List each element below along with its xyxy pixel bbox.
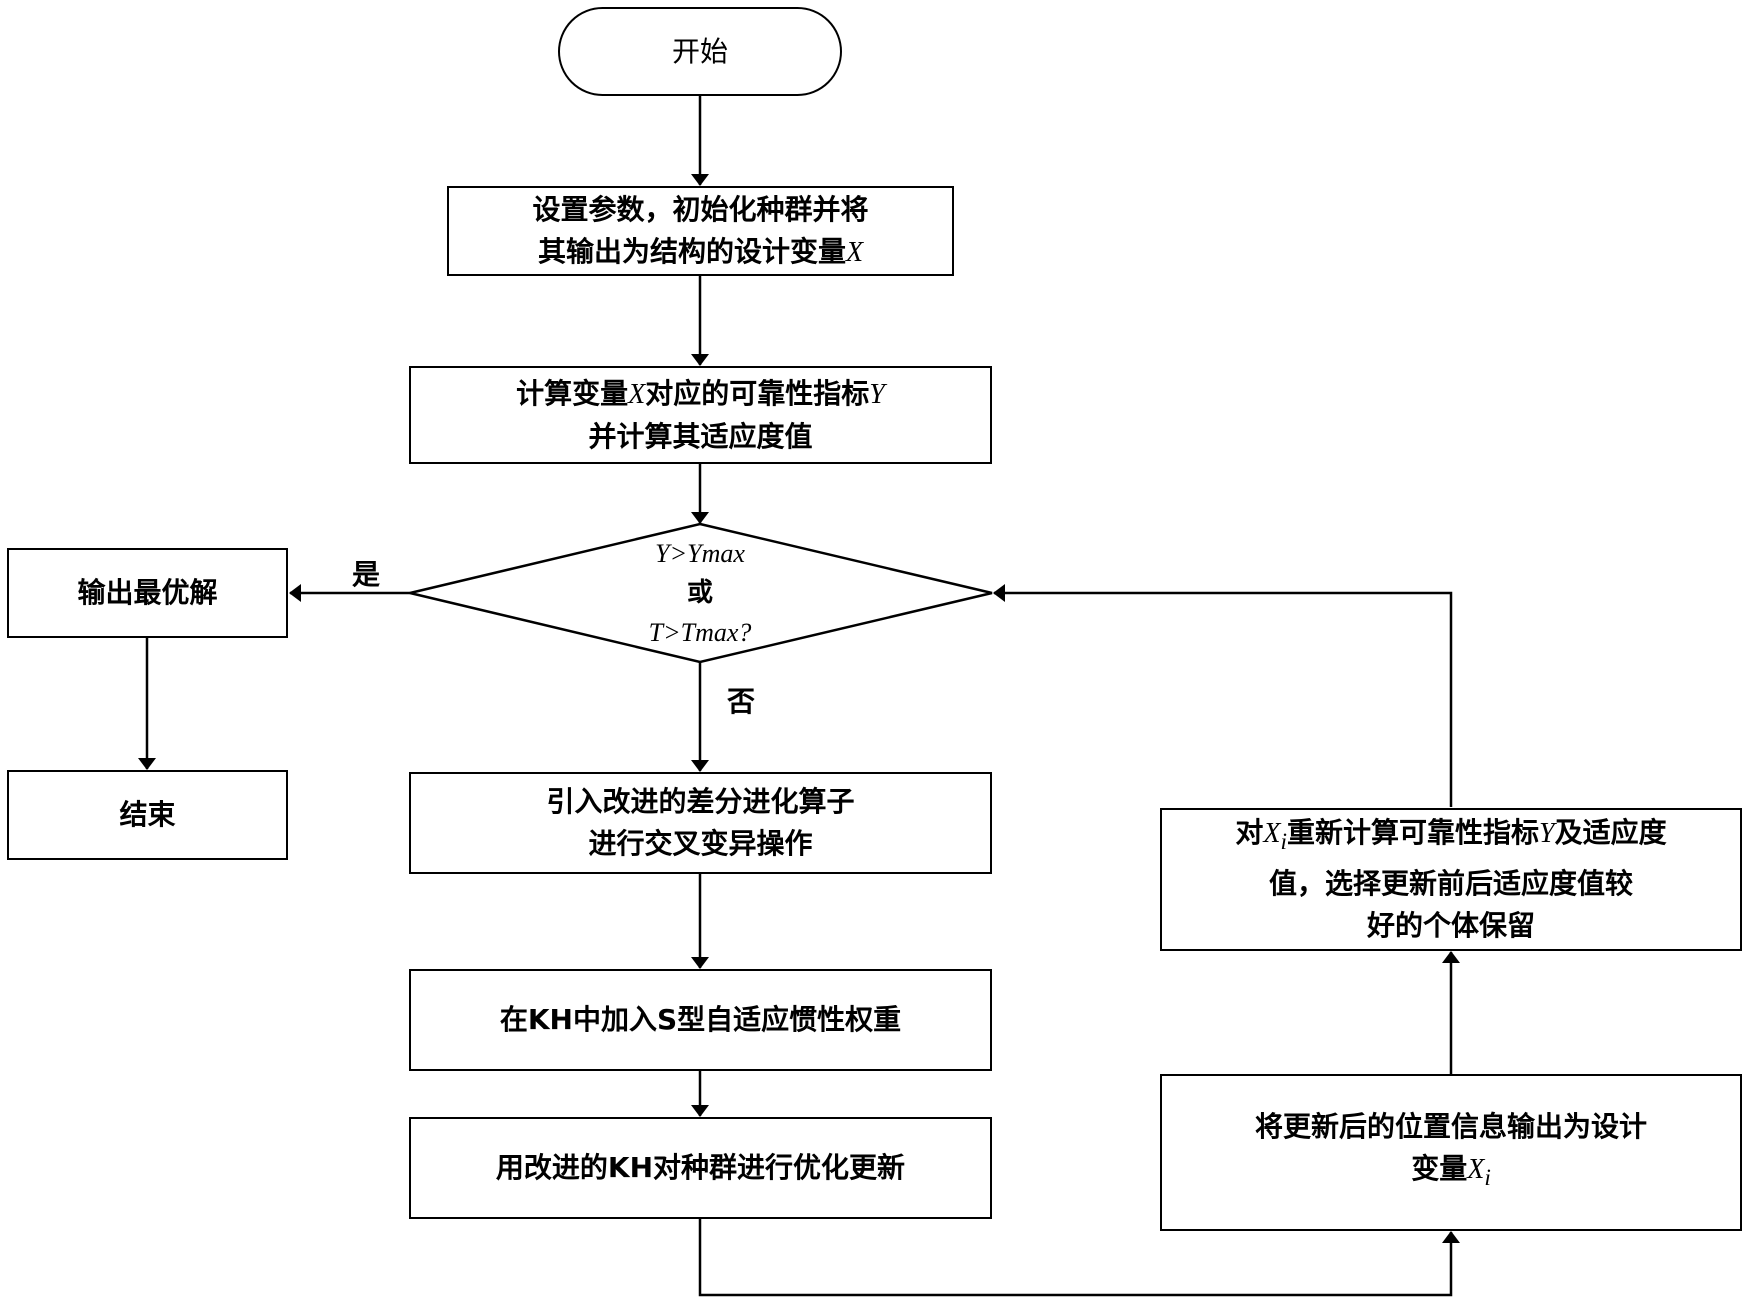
yes-label: 是 bbox=[352, 558, 381, 591]
recompute-line3: 好的个体保留 bbox=[1366, 908, 1535, 942]
decision-text-3: T>Tmax? bbox=[648, 618, 752, 647]
init-node: 设置参数，初始化种群并将 其输出为结构的设计变量X bbox=[447, 186, 954, 276]
var-y: Y bbox=[1539, 818, 1555, 850]
output-xi-node: 将更新后的位置信息输出为设计 变量Xi bbox=[1160, 1074, 1742, 1231]
recompute-b: 重新计算可靠性指标 bbox=[1287, 816, 1540, 850]
var-x: X bbox=[628, 378, 646, 410]
outputxi-line1: 将更新后的位置信息输出为设计 bbox=[1254, 1110, 1647, 1144]
arrow-update-to-outputxi bbox=[698, 1219, 1460, 1297]
var-x: X bbox=[1263, 818, 1281, 850]
subscript-i: i bbox=[1484, 1164, 1491, 1191]
end-label: 结束 bbox=[119, 798, 176, 831]
var-x: X bbox=[845, 236, 864, 268]
inertia-label: 在KH中加入S型自适应惯性权重 bbox=[499, 1003, 902, 1036]
init-line2: 其输出为结构的设计变量 bbox=[537, 234, 846, 268]
no-label: 否 bbox=[727, 685, 756, 718]
init-line1: 设置参数，初始化种群并将 bbox=[532, 192, 869, 226]
recompute-node: 对Xi重新计算可靠性指标Y及适应度 值，选择更新前后适应度值较 好的个体保留 bbox=[1160, 808, 1742, 951]
subscript-i: i bbox=[1280, 828, 1287, 855]
decision-text-1: Y>Ymax bbox=[655, 539, 745, 568]
update-node: 用改进的KH对种群进行优化更新 bbox=[409, 1117, 992, 1219]
output-best-node: 输出最优解 bbox=[7, 548, 288, 638]
output-best-label: 输出最优解 bbox=[77, 576, 218, 609]
arrow-recompute-to-decision bbox=[993, 584, 1453, 807]
compute-text-a: 计算变量 bbox=[516, 376, 629, 410]
var-y: Y bbox=[869, 378, 885, 410]
start-node: 开始 bbox=[558, 7, 842, 96]
recompute-line2: 值，选择更新前后适应度值较 bbox=[1268, 866, 1633, 900]
decision-text-2: 或 bbox=[686, 578, 713, 608]
recompute-c: 及适应度 bbox=[1554, 816, 1667, 850]
de-operator-node: 引入改进的差分进化算子 进行交叉变异操作 bbox=[409, 772, 992, 874]
end-node: 结束 bbox=[7, 770, 288, 860]
update-label: 用改进的KH对种群进行优化更新 bbox=[495, 1151, 906, 1184]
de-line1: 引入改进的差分进化算子 bbox=[546, 785, 855, 818]
outputxi-line2: 变量 bbox=[1411, 1152, 1468, 1186]
inertia-node: 在KH中加入S型自适应惯性权重 bbox=[409, 969, 992, 1071]
compute-text-b: 对应的可靠性指标 bbox=[645, 376, 870, 410]
recompute-a: 对 bbox=[1235, 816, 1264, 850]
compute-line2: 并计算其适应度值 bbox=[588, 419, 813, 453]
compute-node: 计算变量X对应的可靠性指标Y 并计算其适应度值 bbox=[409, 366, 992, 464]
start-label: 开始 bbox=[671, 34, 728, 68]
var-x: X bbox=[1467, 1154, 1485, 1186]
de-line2: 进行交叉变异操作 bbox=[588, 827, 813, 860]
